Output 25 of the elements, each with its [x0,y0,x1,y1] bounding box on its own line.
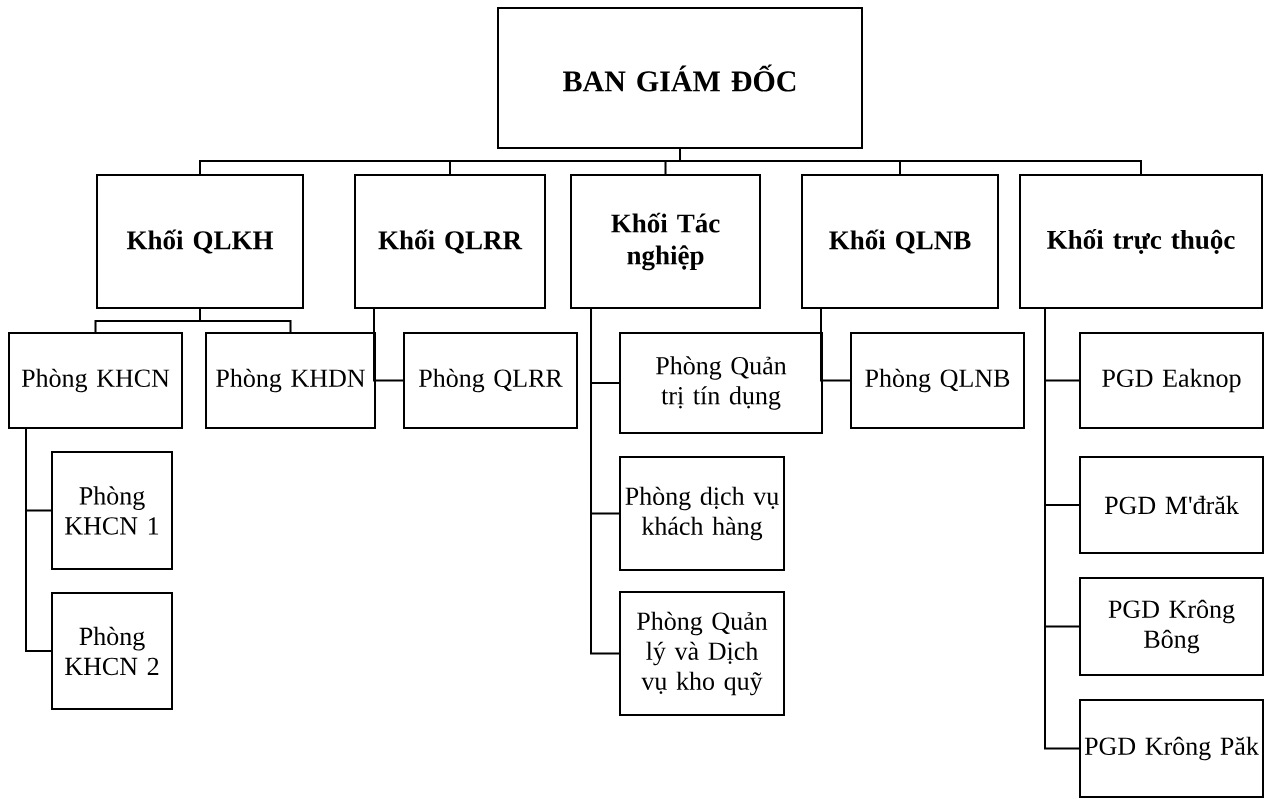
connector-line [373,308,404,382]
org-box: Khối trực thuộc [1019,174,1263,309]
org-box: Phòng QLNB [850,332,1025,429]
connector-line [590,308,620,655]
org-box: Phòng QLRR [403,332,578,429]
org-box: Phòng KHDN [205,332,376,429]
org-box: PGD Krông Păk [1079,699,1264,798]
connector-line [25,428,52,652]
org-box: Khối Tác nghiệp [570,174,761,309]
org-box: Phòng Quản trị tín dụng [619,332,823,434]
org-box: Phòng KHCN 1 [51,451,173,570]
connector-line [679,148,1142,175]
org-box: Phòng dịch vụ khách hàng [619,456,785,571]
org-box: PGD Krông Bông [1079,577,1264,676]
org-box: PGD M'đrăk [1079,456,1264,554]
org-box: Phòng KHCN [8,332,183,429]
org-box: BAN GIÁM ĐỐC [497,7,863,149]
connector-line [199,308,292,333]
org-box: Khối QLNB [801,174,999,309]
org-box: Khối QLKH [96,174,304,309]
org-box: Phòng Quản lý và Dịch vụ kho quỹ [619,591,785,716]
org-box: Khối QLRR [354,174,546,309]
org-box: PGD Eaknop [1079,332,1264,429]
connector-line [820,308,851,382]
org-box: Phòng KHCN 2 [51,592,173,710]
